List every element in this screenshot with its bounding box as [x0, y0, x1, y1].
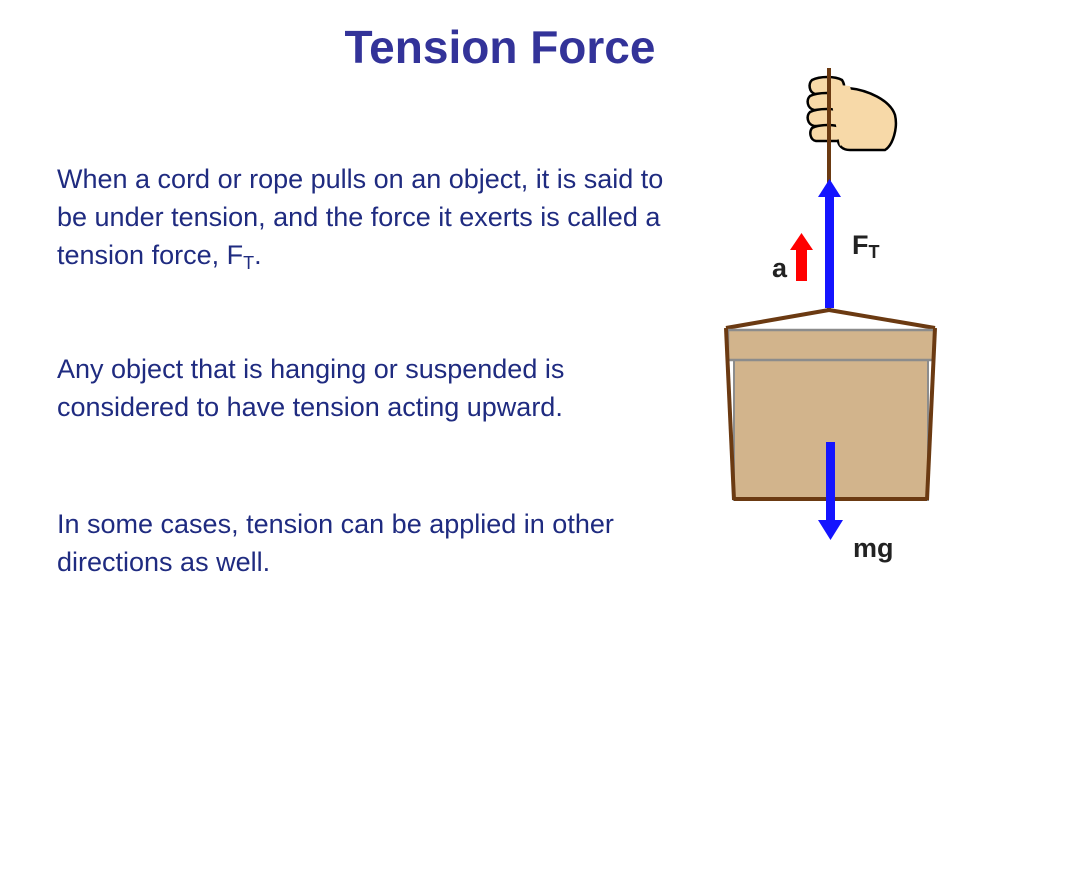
box-lid	[726, 328, 936, 362]
tension-label-main: F	[852, 230, 869, 260]
tension-label: FT	[852, 230, 880, 261]
acceleration-label: a	[772, 253, 788, 283]
paragraph-1-end: .	[254, 240, 262, 270]
rope-right-branch	[828, 308, 936, 330]
hand-icon	[806, 68, 898, 152]
paragraph-tension-definition: When a cord or rope pulls on an object, …	[57, 160, 687, 274]
rope-left-branch	[725, 308, 830, 330]
acceleration-arrow	[790, 233, 813, 281]
paragraph-1-text: When a cord or rope pulls on an object, …	[57, 164, 664, 270]
paragraph-other-directions: In some cases, tension can be applied in…	[57, 509, 614, 577]
tension-label-subscript: T	[868, 242, 880, 262]
weight-force-arrow	[818, 442, 843, 540]
tension-diagram	[724, 68, 937, 540]
tension-force-arrow	[818, 179, 841, 308]
rope-left-side	[724, 327, 736, 501]
rope-right-side	[925, 327, 937, 501]
paragraph-1-subscript: T	[243, 253, 255, 273]
paragraph-hanging-object: Any object that is hanging or suspended …	[57, 354, 565, 422]
page-title: Tension Force	[344, 21, 656, 73]
weight-label: mg	[853, 533, 894, 563]
